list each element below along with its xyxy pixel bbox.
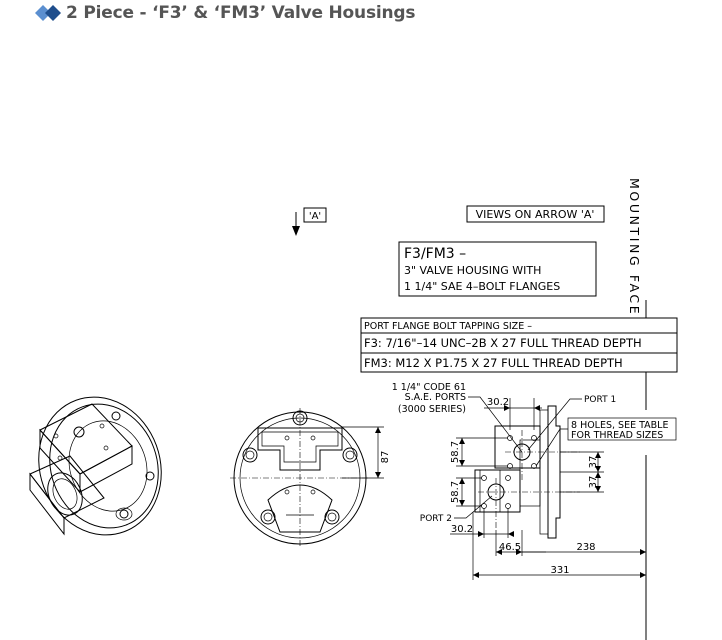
dim-58-7-bottom: 58.7 — [450, 481, 461, 503]
page-title: 2 Piece - ‘F3’ & ‘FM3’ Valve Housings — [34, 1, 415, 25]
port1-text: PORT 1 — [584, 395, 616, 405]
housing-line1: F3/FM3 – — [404, 246, 466, 262]
port2-label: PORT 2 — [420, 495, 493, 524]
isometric-view — [29, 396, 162, 536]
holes-note-line1: 8 HOLES, SEE TABLE — [571, 420, 668, 431]
dim-87: 87 — [380, 451, 391, 464]
housing-box: F3/FM3 – 3" VALVE HOUSING WITH 1 1/4" SA… — [398, 241, 597, 297]
tapping-header: PORT FLANGE BOLT TAPPING SIZE – — [364, 321, 532, 332]
views-label: VIEWS ON ARROW 'A' — [466, 205, 605, 223]
front-view: 87 — [230, 408, 391, 548]
dim-37-b: 37 — [588, 476, 599, 489]
views-label-text: VIEWS ON ARROW 'A' — [476, 208, 595, 221]
tapping-table: PORT FLANGE BOLT TAPPING SIZE – F3: 7/16… — [360, 317, 678, 373]
housing-line3: 1 1/4" SAE 4–BOLT FLANGES — [404, 280, 560, 293]
page-title-text: 2 Piece - ‘F3’ & ‘FM3’ Valve Housings — [66, 3, 416, 23]
arrow-a-label: 'A' — [309, 211, 321, 222]
dim-37-a: 37 — [588, 456, 599, 469]
port1-label: PORT 1 — [527, 395, 616, 451]
mounting-face-label: MOUNTING FACE — [627, 178, 642, 316]
side-view: 30.2 58.7 58.7 37 37 30.2 — [450, 397, 646, 580]
ports-note-line1: 1 1/4" CODE 61 — [392, 382, 466, 393]
holes-note-line2: FOR THREAD SIZES — [571, 430, 663, 441]
holes-note: 8 HOLES, SEE TABLE FOR THREAD SIZES — [535, 417, 677, 467]
port2-text: PORT 2 — [420, 514, 452, 524]
dim-58-7-top: 58.7 — [450, 441, 461, 463]
ports-note: 1 1/4" CODE 61 S.A.E. PORTS (3000 SERIES… — [392, 382, 523, 453]
diamond-logo-icon — [35, 5, 61, 21]
dim-30-2-top: 30.2 — [487, 397, 509, 408]
tapping-row-fm3: FM3: M12 X P1.75 X 27 FULL THREAD DEPTH — [364, 356, 623, 370]
housing-line2: 3" VALVE HOUSING WITH — [404, 264, 541, 277]
arrow-down-icon — [292, 226, 300, 236]
dim-30-2-bottom: 30.2 — [451, 524, 473, 535]
dim-46-5: 46.5 — [499, 542, 521, 553]
dim-331: 331 — [550, 565, 569, 576]
ports-note-line3: (3000 SERIES) — [398, 404, 466, 415]
dim-238: 238 — [576, 542, 595, 553]
ports-note-line2: S.A.E. PORTS — [405, 392, 466, 403]
tapping-row-f3: F3: 7/16"–14 UNC–2B X 27 FULL THREAD DEP… — [364, 336, 642, 350]
arrow-a: 'A' — [292, 207, 327, 236]
